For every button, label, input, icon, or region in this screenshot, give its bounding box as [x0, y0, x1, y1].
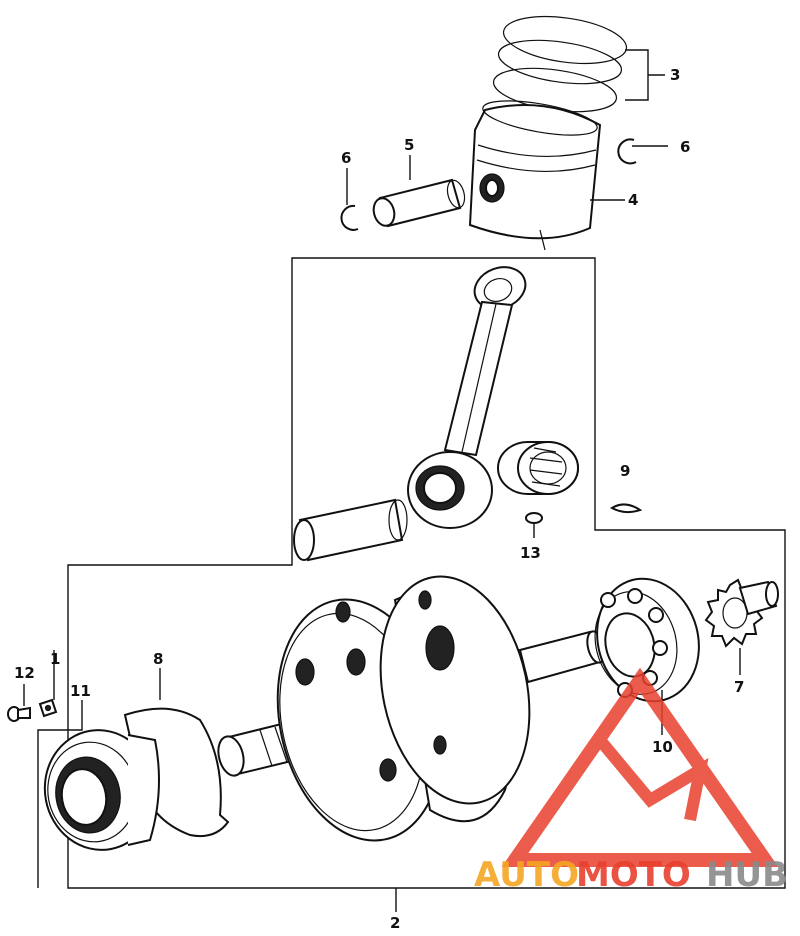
needle-bearing	[497, 441, 579, 495]
piston-pin	[372, 178, 466, 228]
callout-2: 2	[390, 914, 400, 932]
assembly-boundary	[67, 257, 786, 889]
callout-12: 12	[14, 664, 35, 682]
watermark-auto: AUTO	[474, 855, 579, 895]
piston	[468, 100, 602, 251]
crankshaft	[217, 575, 606, 842]
crank-pin	[293, 498, 408, 562]
callout-1: 1	[50, 650, 60, 668]
circlip-right	[617, 138, 637, 165]
callout-6-left: 6	[341, 149, 351, 167]
circlip-left	[340, 204, 359, 231]
sprocket	[704, 578, 779, 648]
lock-plate	[38, 698, 58, 718]
oil-seal	[43, 729, 160, 851]
ball-bearing	[594, 577, 700, 703]
logo-triangle-inner	[595, 736, 709, 822]
callout-3: 3	[670, 66, 680, 84]
callout-5: 5	[404, 136, 414, 154]
watermark-text: AUTO MOTO HUB	[474, 855, 788, 895]
connecting-rod	[407, 266, 527, 529]
piston-rings	[492, 15, 628, 113]
watermark-hub: HUB	[706, 855, 788, 895]
logo-triangle-outer	[501, 667, 779, 867]
callout-4: 4	[628, 191, 638, 209]
woodruff-key	[609, 503, 643, 514]
dowel-pin	[525, 512, 543, 524]
callout-9: 9	[620, 462, 630, 480]
screw	[7, 706, 31, 722]
callout-6-right: 6	[680, 138, 690, 156]
callout-10: 10	[652, 738, 673, 756]
callout-8: 8	[153, 650, 163, 668]
callout-13: 13	[520, 544, 541, 562]
callout-7: 7	[734, 678, 744, 696]
watermark-logo	[501, 667, 779, 867]
callout-11: 11	[70, 682, 91, 700]
watermark-moto: MOTO	[576, 855, 691, 895]
